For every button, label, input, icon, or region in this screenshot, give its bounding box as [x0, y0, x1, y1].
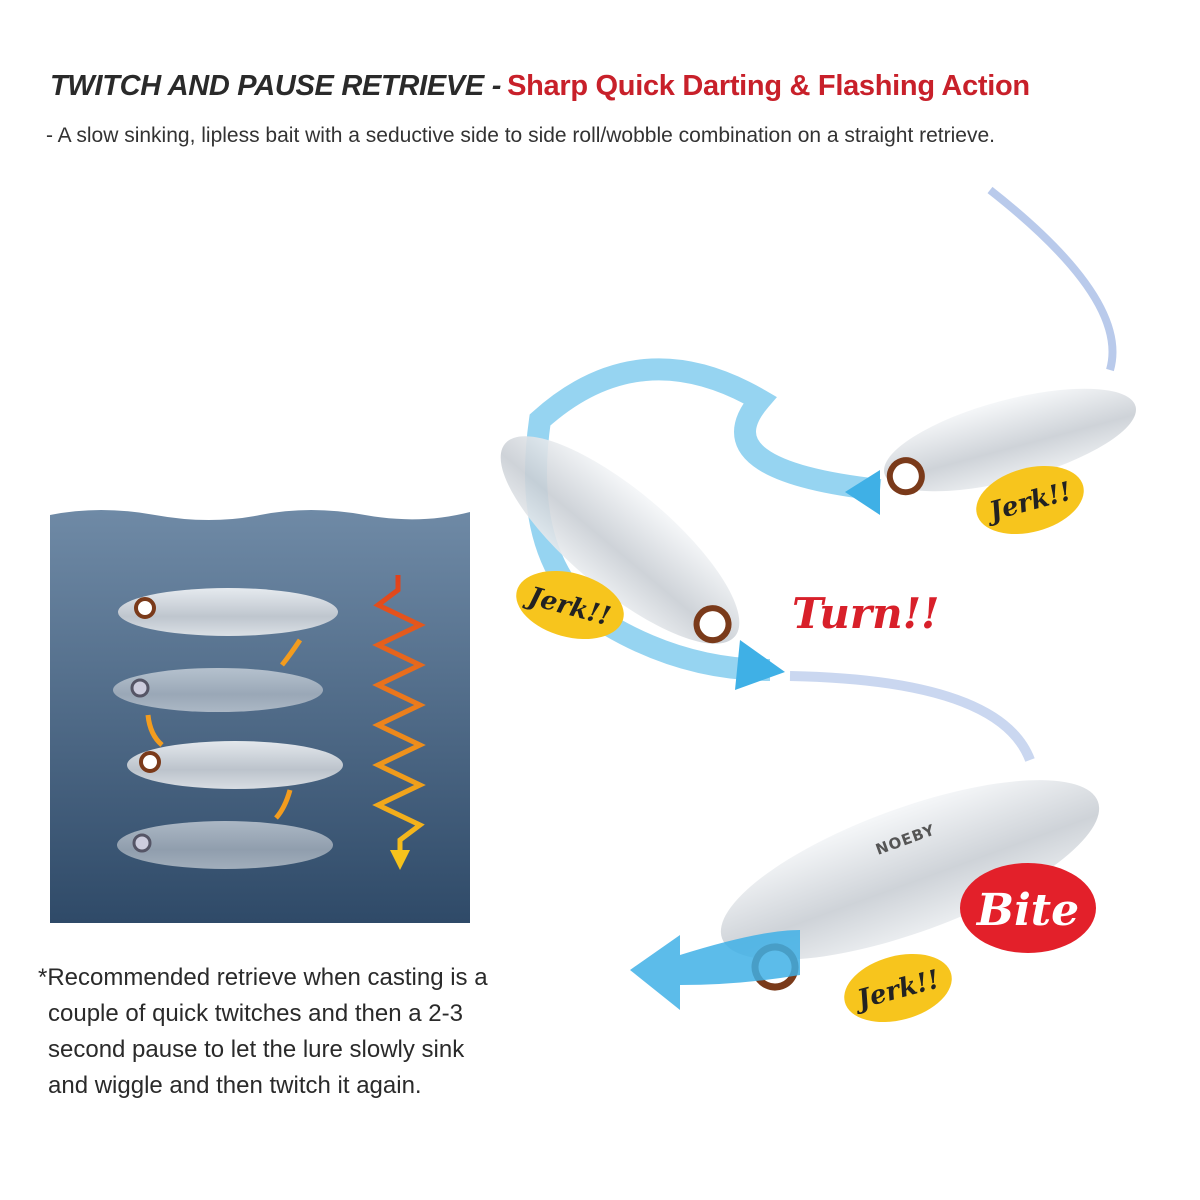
title-main: TWITCH AND PAUSE RETRIEVE -	[50, 70, 502, 102]
arrow-sink-2	[145, 714, 164, 747]
badge-jerk-left: Jerk!!	[516, 570, 624, 640]
badge-jerk-top: Jerk!!	[976, 465, 1084, 535]
lure-sinking-1	[118, 588, 338, 636]
lure-sinking-3	[127, 741, 343, 789]
note-line: *Recommended retrieve when casting is a	[38, 964, 488, 991]
retrieve-note: *Recommended retrieve when casting is a …	[38, 960, 558, 1104]
lure-top-right	[884, 388, 1136, 496]
water-panel	[50, 510, 470, 923]
lure-sinking-2	[113, 668, 323, 712]
page-title: TWITCH AND PAUSE RETRIEVE -Sharp Quick D…	[50, 70, 1030, 103]
badge-bite: Bite	[960, 863, 1096, 953]
turn-label: Turn!!	[792, 589, 939, 638]
arrow-sink-1	[280, 638, 303, 667]
note-line: and wiggle and then twitch it again.	[48, 1072, 422, 1099]
arrow-sink-3	[274, 789, 293, 820]
svg-text:Bite: Bite	[975, 885, 1079, 936]
lure-sinking-4	[117, 821, 333, 869]
bite-arrow	[630, 930, 800, 1010]
zigzag-arrow	[372, 575, 426, 860]
lure-middle	[500, 436, 740, 644]
turn-arrow	[525, 358, 882, 681]
subtitle: - A slow sinking, lipless bait with a se…	[46, 124, 995, 147]
note-line: second pause to let the lure slowly sink	[48, 1036, 465, 1063]
title-accent: Sharp Quick Darting & Flashing Action	[507, 70, 1030, 102]
note-line: couple of quick twitches and then a 2-3	[48, 1000, 463, 1027]
badge-jerk-bottom: Jerk!!	[844, 953, 952, 1023]
